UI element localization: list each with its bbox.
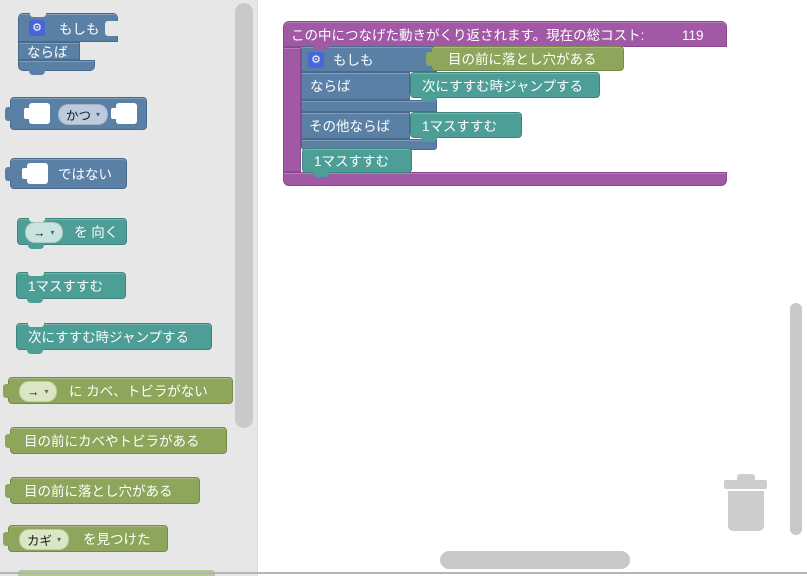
else-statement-move[interactable]: 1マスすすむ — [410, 112, 522, 142]
direction-dropdown[interactable]: → ▾ — [19, 381, 57, 402]
no-wall-label: に カベ、トビラがない — [69, 384, 208, 399]
palette-block-jump-next[interactable]: 次にすすむ時ジャンプする — [16, 323, 212, 354]
output-connector-tab — [5, 433, 11, 448]
operator-dropdown[interactable]: かつ ▾ — [58, 104, 109, 125]
else-row-spine: その他ならば — [301, 112, 410, 139]
next-connector-bump — [27, 298, 43, 303]
move-label: 1マスすすむ — [28, 279, 104, 294]
prev-connector-notch — [30, 13, 46, 17]
dropdown-caret-icon: ▾ — [57, 535, 62, 544]
face-label: を 向く — [74, 225, 119, 240]
else-label: その他ならば — [309, 119, 390, 134]
output-connector-tab — [5, 166, 11, 181]
move-label: 1マスすすむ — [314, 154, 390, 169]
dropdown-caret-icon: ▾ — [96, 110, 101, 119]
mid-band — [301, 100, 437, 112]
trash-lid — [724, 480, 767, 489]
direction-dropdown-value: → — [33, 225, 46, 240]
output-connector-tab — [5, 483, 11, 498]
if-label: もしも — [59, 22, 100, 37]
palette-block-wall-door-ahead[interactable]: 目の前にカベやトビラがある — [5, 427, 227, 454]
flyout-scrollbar[interactable] — [235, 3, 253, 428]
if-row: ⚙ もしも — [301, 46, 437, 72]
palette-block-not[interactable]: ではない — [5, 158, 127, 189]
then-label: ならば — [310, 79, 351, 94]
next-connector-bump — [29, 70, 45, 75]
next-statement-move[interactable]: 1マスすすむ — [302, 148, 412, 177]
prev-connector-notch — [29, 218, 45, 222]
next-connector-bump — [421, 97, 437, 102]
key-found-label: を見つけた — [83, 532, 151, 547]
palette-block-move-forward[interactable]: 1マスすすむ — [16, 272, 126, 303]
move-label: 1マスすすむ — [422, 119, 498, 134]
prev-connector-notch — [28, 272, 44, 276]
not-label: ではない — [58, 167, 112, 182]
prev-connector-notch — [313, 46, 329, 50]
if-else-block[interactable]: ⚙ もしも ならば その他ならば — [301, 46, 437, 150]
then-row-spine: ならば — [301, 72, 410, 100]
repeat-block-spine[interactable] — [283, 47, 301, 172]
then-label: ならば — [27, 45, 68, 60]
next-connector-bump — [28, 244, 44, 249]
page-bottom-border — [0, 572, 807, 574]
output-connector-tab — [3, 531, 9, 546]
palette-block-key-found[interactable]: カギ ▾ を見つけた — [3, 525, 168, 552]
trash-body — [728, 491, 764, 531]
item-dropdown-value: カギ — [27, 534, 53, 548]
direction-dropdown[interactable]: → ▾ — [25, 222, 63, 243]
output-connector-tab — [426, 51, 432, 66]
trash-icon[interactable] — [724, 474, 767, 531]
dropdown-caret-icon: ▾ — [44, 387, 49, 396]
value-socket — [111, 103, 137, 124]
palette-block-face-direction[interactable]: → ▾ を 向く — [17, 218, 127, 249]
repeat-block-label: この中につなげた動きがくり返されます。現在の総コスト: — [291, 28, 645, 43]
dropdown-caret-icon: ▾ — [50, 228, 55, 237]
jump-label: 次にすすむ時ジャンプする — [422, 79, 584, 94]
palette-block-if[interactable]: ⚙ もしも ならば — [18, 13, 138, 76]
if-block-spine — [18, 42, 80, 60]
output-connector-tab — [5, 106, 11, 121]
gear-icon[interactable]: ⚙ — [308, 52, 324, 68]
palette-block-pit-ahead[interactable]: 目の前に落とし穴がある — [5, 477, 200, 504]
pit-ahead-label: 目の前に落とし穴がある — [24, 484, 173, 499]
value-socket — [22, 163, 48, 184]
total-cost-value: 119 — [682, 28, 704, 43]
then-statement-jump[interactable]: 次にすすむ時ジャンプする — [410, 72, 600, 102]
jump-label: 次にすすむ時ジャンプする — [28, 330, 190, 345]
operator-dropdown-value: かつ — [66, 109, 92, 123]
trash-lid-handle — [737, 474, 755, 480]
condition-label: 目の前に落とし穴がある — [448, 52, 597, 67]
value-socket — [105, 21, 119, 36]
workspace-vertical-scrollbar[interactable] — [790, 303, 802, 535]
palette-block-no-wall-door[interactable]: → ▾ に カベ、トビラがない — [3, 377, 233, 404]
gear-icon[interactable]: ⚙ — [29, 20, 45, 36]
if-block-header: ⚙ もしも — [18, 13, 119, 42]
if-label: もしも — [333, 53, 374, 68]
next-connector-bump — [313, 172, 329, 177]
value-socket — [24, 103, 50, 124]
wall-ahead-label: 目の前にカベやトビラがある — [24, 434, 200, 449]
palette-block-and[interactable]: かつ ▾ — [5, 97, 147, 130]
if-block-foot — [18, 60, 95, 75]
workspace-horizontal-scrollbar[interactable] — [440, 551, 630, 569]
repeat-block-foot[interactable] — [283, 172, 727, 186]
direction-dropdown-value: → — [27, 384, 40, 399]
next-connector-bump — [421, 137, 437, 142]
prev-connector-notch — [28, 323, 44, 327]
next-connector-bump — [27, 349, 43, 354]
item-dropdown[interactable]: カギ ▾ — [19, 529, 70, 550]
condition-block-pit-ahead[interactable]: 目の前に落とし穴がある — [426, 46, 624, 71]
output-connector-tab — [3, 383, 9, 398]
repeat-block-header[interactable]: この中につなげた動きがくり返されます。現在の総コスト: 119 — [283, 21, 727, 47]
